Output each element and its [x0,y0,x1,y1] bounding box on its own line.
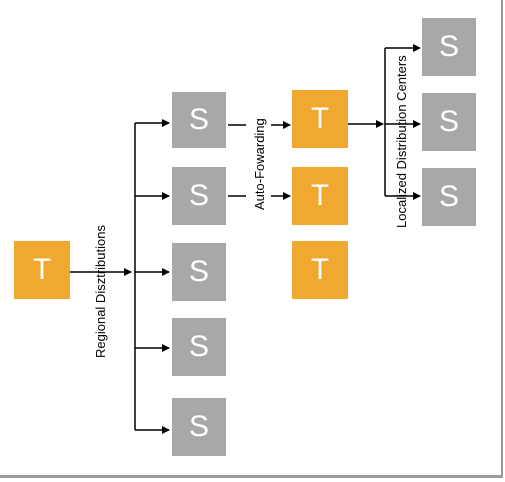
forwarded-node-3: T [292,241,348,299]
local-node-2: S [422,93,476,151]
forwarded-node-1: T [292,90,348,148]
local-node-3: S [422,168,476,226]
regional-node-5: S [172,398,226,456]
regional-node-4: S [172,318,226,376]
regional-distributions-label: Regional Disztributions [93,225,108,358]
localized-distribution-centers-label: Localized Distribution Centers [394,55,409,228]
root-node-t: T [14,241,70,299]
auto-forwarding-label: Auto-Fowarding [252,118,267,210]
regional-node-2: S [172,167,226,225]
local-node-1: S [422,18,476,76]
forwarded-node-2: T [292,167,348,225]
regional-node-1: S [172,92,226,148]
regional-node-3: S [172,243,226,301]
